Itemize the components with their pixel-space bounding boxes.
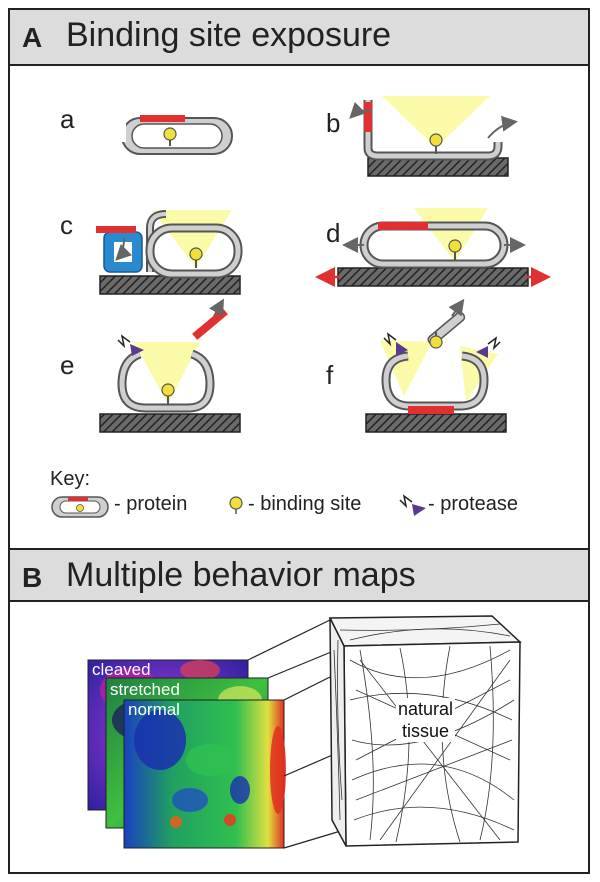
panel-f-diagram	[365, 298, 507, 433]
map-label-stretched: stretched	[110, 680, 180, 699]
key-binding-site-icon	[229, 496, 243, 514]
panel-label-b: b	[326, 108, 341, 138]
tissue-cube	[328, 615, 522, 847]
section-b-header: B Multiple behavior maps	[10, 548, 588, 602]
tissue-label-line2: tissue	[402, 721, 450, 741]
tissue-label: natural tissue	[396, 698, 456, 742]
section-b-letter: B	[22, 562, 43, 593]
map-label-normal: normal	[128, 700, 180, 719]
panel-label-e: e	[60, 350, 75, 380]
tissue-label-line1: natural	[398, 699, 454, 719]
key-protein-icon	[51, 496, 109, 518]
key-label: Key:	[50, 468, 91, 490]
panel-label-a: a	[60, 104, 75, 134]
key-protease-text: - protease	[428, 493, 519, 515]
panel-e-diagram	[99, 298, 241, 433]
key-protein-text: - protein	[114, 493, 188, 515]
map-label-cleaved: cleaved	[92, 660, 151, 679]
panel-label-d: d	[326, 218, 341, 248]
panel-c-diagram	[96, 210, 243, 295]
heatmap-normal	[123, 699, 286, 849]
section-a-title: Binding site exposure	[66, 16, 392, 54]
panel-b-diagram	[349, 96, 518, 177]
panel-d-diagram	[315, 208, 551, 287]
panel-a-diagram	[120, 112, 233, 155]
panel-label-c: c	[60, 210, 73, 240]
section-b-title: Multiple behavior maps	[66, 556, 416, 594]
section-a-header: A Binding site exposure	[10, 10, 588, 66]
section-a-letter: A	[22, 22, 43, 53]
key-protease-icon	[399, 494, 426, 516]
panel-label-f: f	[326, 360, 334, 390]
key-binding-site-text: - binding site	[248, 493, 362, 515]
